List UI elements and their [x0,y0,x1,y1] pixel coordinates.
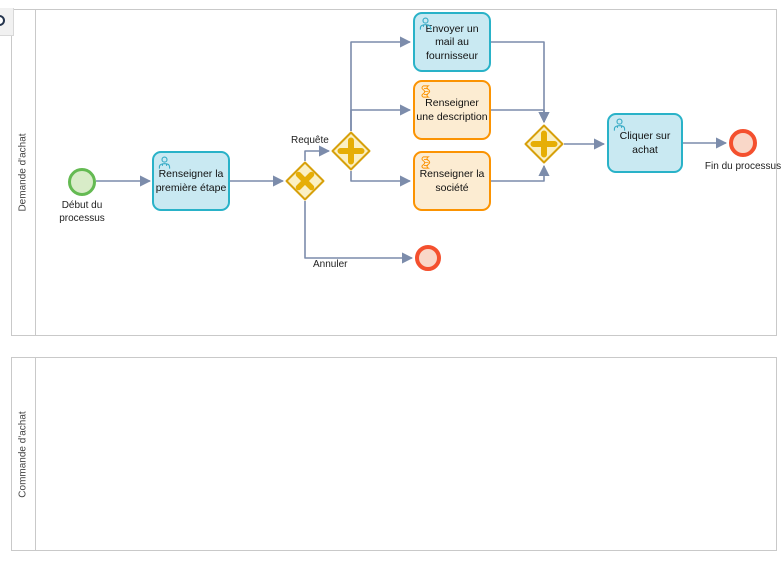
task-renseigner-societe[interactable]: Renseigner la société [413,151,491,211]
flow-societe-to-merge[interactable] [491,164,550,182]
flow-split-to-description[interactable] [350,104,412,131]
task-envoyer-mail-fournisseur[interactable]: Envoyer un mail au fournisseur [413,12,491,72]
user-task-icon [419,17,432,30]
flow-requete-label: Requête [291,135,329,146]
end-event-fin-label: Fin du processus [704,161,782,172]
task-label: Renseigner une description [416,97,488,123]
script-task-icon [421,156,431,169]
pool-commande-achat-label-band[interactable]: Commande d'achat [12,358,36,550]
task-label: Renseigner la société [419,168,485,194]
end-event-annuler[interactable] [415,245,441,271]
flow-split-to-mail[interactable] [350,36,412,131]
clipped-circle-icon [0,15,5,26]
task-renseigner-premiere-etape[interactable]: Renseigner la première étape [152,151,230,211]
flow-split-to-societe[interactable] [350,171,412,187]
start-event[interactable] [68,168,96,196]
gateway-parallel-merge[interactable] [524,124,564,164]
flow-description-to-merge[interactable] [491,109,550,124]
task-cliquer-sur-achat[interactable]: Cliquer sur achat [607,113,683,173]
task-label: Renseigner la première étape [155,168,227,194]
user-task-icon [158,156,171,169]
end-event-fin[interactable] [729,129,757,157]
task-label: Envoyer un mail au fournisseur [425,22,479,62]
parallel-gateway-icon [530,130,558,158]
pool-commande-achat[interactable]: Commande d'achat [11,357,777,551]
flow-annuler-label: Annuler [313,259,348,270]
task-renseigner-description[interactable]: Renseigner une description [413,80,491,140]
pool-demande-achat-label-band[interactable]: Demande d'achat [12,10,36,335]
flow-mail-to-merge[interactable] [491,41,550,124]
gateway-exclusive[interactable] [285,161,325,201]
task-label: Cliquer sur achat [619,130,671,156]
flow-annuler[interactable] [304,201,414,264]
user-task-icon [613,118,626,131]
clipped-panel-fragment [0,8,14,36]
script-task-icon [421,85,431,98]
parallel-gateway-icon [337,137,365,165]
gateway-parallel-split[interactable] [331,131,371,171]
start-event-label: Début du processus [59,200,105,224]
exclusive-gateway-icon [295,171,315,191]
flow-requete[interactable] [304,145,331,161]
